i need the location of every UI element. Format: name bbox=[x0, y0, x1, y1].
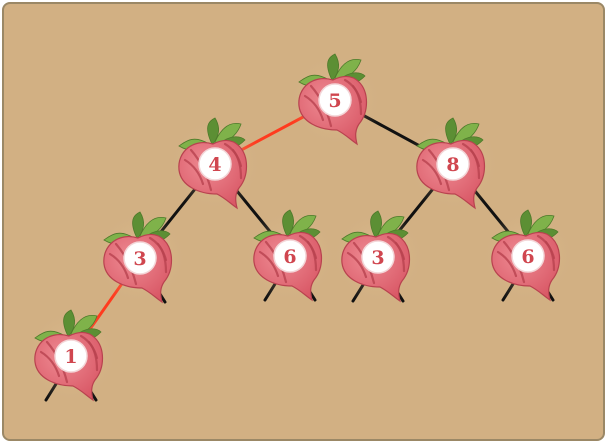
node-value: 5 bbox=[328, 90, 341, 112]
node-value: 1 bbox=[64, 346, 77, 368]
tree-node-n3_right[interactable]: 3 bbox=[330, 209, 426, 305]
tree-node-n5_root[interactable]: 5 bbox=[287, 52, 383, 148]
tree-node-n1[interactable]: 1 bbox=[23, 308, 119, 404]
node-value: 6 bbox=[521, 246, 534, 268]
game-board: 5 4 8 3 6 3 6 1 bbox=[2, 2, 605, 441]
node-badge bbox=[123, 241, 157, 275]
tree-node-n8[interactable]: 8 bbox=[405, 116, 501, 212]
node-value: 4 bbox=[208, 154, 221, 176]
node-badge bbox=[511, 239, 545, 273]
node-value: 6 bbox=[283, 246, 296, 268]
node-value: 8 bbox=[446, 154, 459, 176]
node-badge bbox=[436, 147, 470, 181]
tree-scene: 5 4 8 3 6 3 6 1 bbox=[23, 52, 576, 404]
node-badge bbox=[361, 240, 395, 274]
node-badge bbox=[54, 339, 88, 373]
tree-node-n6_right[interactable]: 6 bbox=[480, 208, 576, 304]
node-badge bbox=[198, 147, 232, 181]
nodes-layer: 5 4 8 3 6 3 6 1 bbox=[23, 52, 576, 404]
node-value: 3 bbox=[133, 248, 146, 270]
tree-node-n4[interactable]: 4 bbox=[167, 116, 263, 212]
tree-node-n6_left[interactable]: 6 bbox=[242, 208, 338, 304]
tree-node-n3_left[interactable]: 3 bbox=[92, 210, 188, 306]
node-value: 3 bbox=[371, 247, 384, 269]
node-badge bbox=[273, 239, 307, 273]
node-badge bbox=[318, 83, 352, 117]
